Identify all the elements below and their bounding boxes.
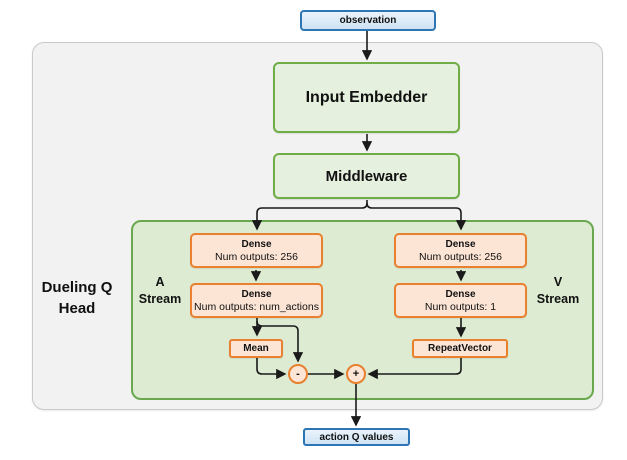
dense-v2-title: Dense xyxy=(445,288,476,300)
minus-operator-label: - xyxy=(296,368,300,380)
dense-a1-subtitle: Num outputs: 256 xyxy=(215,250,298,263)
plus-operator: + xyxy=(346,364,366,384)
v-stream-label-line1: V xyxy=(553,275,563,289)
dueling-q-head-label-line1: Dueling Q xyxy=(41,279,113,296)
dense-v1-title: Dense xyxy=(445,238,476,250)
observation-node: observation xyxy=(300,10,436,31)
v-stream-label-line2: Stream xyxy=(536,292,580,306)
dense-v2-subtitle: Num outputs: 1 xyxy=(424,300,497,313)
minus-operator: - xyxy=(288,364,308,384)
mean-node: Mean xyxy=(229,339,283,358)
dense-v2-node: Dense Num outputs: 1 xyxy=(394,283,527,318)
dueling-q-head-label-line2: Head xyxy=(58,300,96,317)
action-q-values-label: action Q values xyxy=(319,431,394,443)
repeat-vector-node: RepeatVector xyxy=(412,339,508,358)
dense-a1-title: Dense xyxy=(241,238,272,250)
input-embedder-node: Input Embedder xyxy=(273,62,460,133)
a-stream-label-line1: A xyxy=(155,275,165,289)
dueling-q-head-label: Dueling Q Head xyxy=(18,277,136,319)
action-q-values-node: action Q values xyxy=(303,428,410,446)
middleware-label: Middleware xyxy=(325,167,408,185)
dense-a2-node: Dense Num outputs: num_actions xyxy=(190,283,323,318)
middleware-node: Middleware xyxy=(273,153,460,199)
a-stream-label: A Stream xyxy=(132,274,188,308)
mean-label: Mean xyxy=(243,343,269,354)
input-embedder-label: Input Embedder xyxy=(305,88,428,106)
a-stream-label-line2: Stream xyxy=(138,292,182,306)
dense-v1-node: Dense Num outputs: 256 xyxy=(394,233,527,268)
dense-a2-subtitle: Num outputs: num_actions xyxy=(194,300,319,313)
repeat-vector-label: RepeatVector xyxy=(428,343,492,354)
plus-operator-label: + xyxy=(352,368,360,380)
dense-a1-node: Dense Num outputs: 256 xyxy=(190,233,323,268)
dense-a2-title: Dense xyxy=(241,288,272,300)
v-stream-label: V Stream xyxy=(528,274,588,308)
observation-label: observation xyxy=(339,15,397,26)
dense-v1-subtitle: Num outputs: 256 xyxy=(419,250,502,263)
